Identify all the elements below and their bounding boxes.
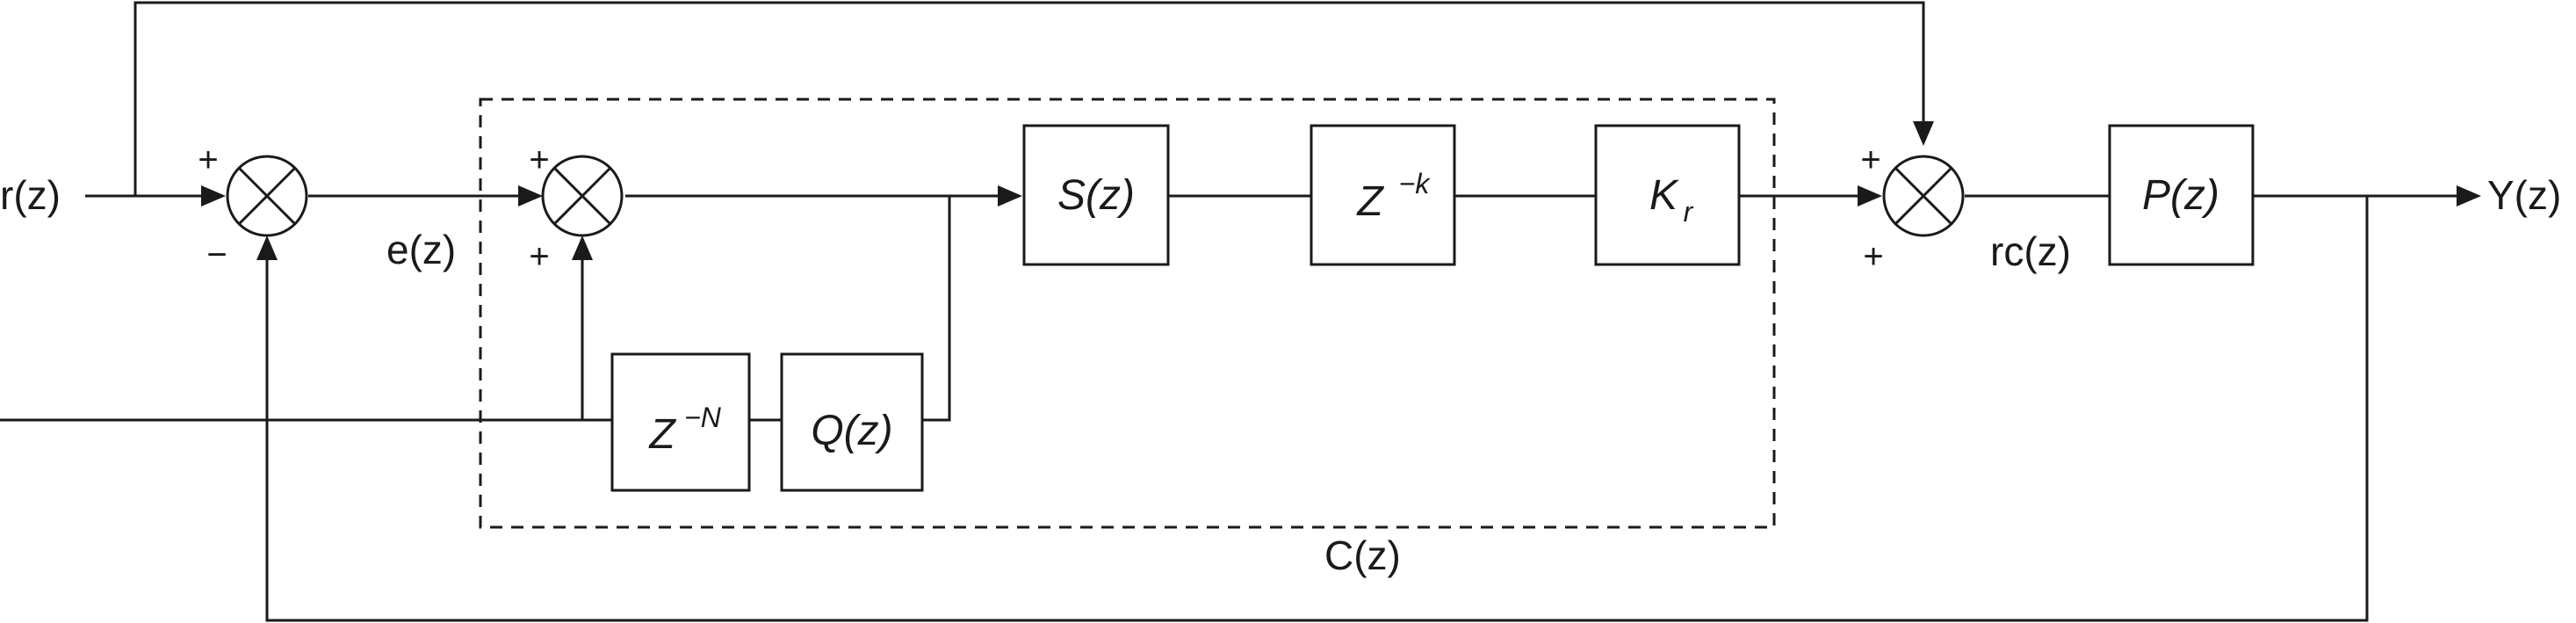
wire-zn-to-sj2 bbox=[581, 258, 612, 422]
sj2-sign-top: + bbox=[529, 141, 549, 179]
block-p-label: P(z) bbox=[2142, 172, 2219, 219]
block-zk: Z −k bbox=[1310, 124, 1456, 266]
sj1-sign-bottom: − bbox=[206, 235, 227, 274]
arrow-feedforward-into-sj3 bbox=[1913, 121, 1934, 146]
sj3-sign-top: + bbox=[1860, 141, 1880, 179]
sj1-sign-top: + bbox=[198, 141, 218, 179]
block-s: S(z) bbox=[1022, 124, 1170, 266]
signal-output-label: Y(z) bbox=[2487, 172, 2561, 218]
signal-input-label: r(z) bbox=[0, 172, 61, 218]
sj3-sign-bottom: + bbox=[1863, 237, 1883, 276]
sj2-sign-bottom: + bbox=[529, 237, 549, 276]
signal-rc-label: rc(z) bbox=[1990, 228, 2071, 274]
summing-junction-1 bbox=[226, 155, 308, 237]
block-zn-exponent: −N bbox=[684, 402, 722, 433]
arrow-into-sj2 bbox=[518, 185, 543, 206]
block-q: Q(z) bbox=[780, 352, 924, 492]
block-kr-base: K bbox=[1649, 172, 1679, 219]
block-zn-base: Z bbox=[648, 411, 676, 458]
summing-junction-2 bbox=[541, 155, 624, 237]
wire-branch-to-q bbox=[922, 196, 951, 422]
arrow-loop-into-sj2 bbox=[572, 235, 593, 260]
arrow-into-s bbox=[998, 185, 1022, 206]
block-zk-exponent: −k bbox=[1399, 168, 1432, 199]
arrow-into-sj1 bbox=[201, 185, 226, 206]
block-zk-base: Z bbox=[1356, 178, 1384, 225]
block-s-label: S(z) bbox=[1057, 172, 1135, 219]
block-kr-subscript: r bbox=[1684, 196, 1694, 228]
arrow-feedback-into-sj1 bbox=[256, 235, 278, 260]
controller-label: C(z) bbox=[1324, 532, 1401, 578]
summing-junction-3 bbox=[1882, 155, 1965, 237]
arrow-output bbox=[2457, 185, 2481, 206]
block-kr: K r bbox=[1594, 124, 1741, 266]
wire-feedforward bbox=[133, 1, 1925, 196]
controller-boundary bbox=[479, 98, 1776, 529]
block-zn: Z −N bbox=[610, 352, 751, 492]
wire-feedback bbox=[265, 196, 2369, 622]
block-p: P(z) bbox=[2108, 124, 2255, 266]
signal-error-label: e(z) bbox=[386, 227, 456, 272]
block-q-label: Q(z) bbox=[811, 408, 892, 454]
arrow-into-sj3 bbox=[1858, 185, 1882, 206]
